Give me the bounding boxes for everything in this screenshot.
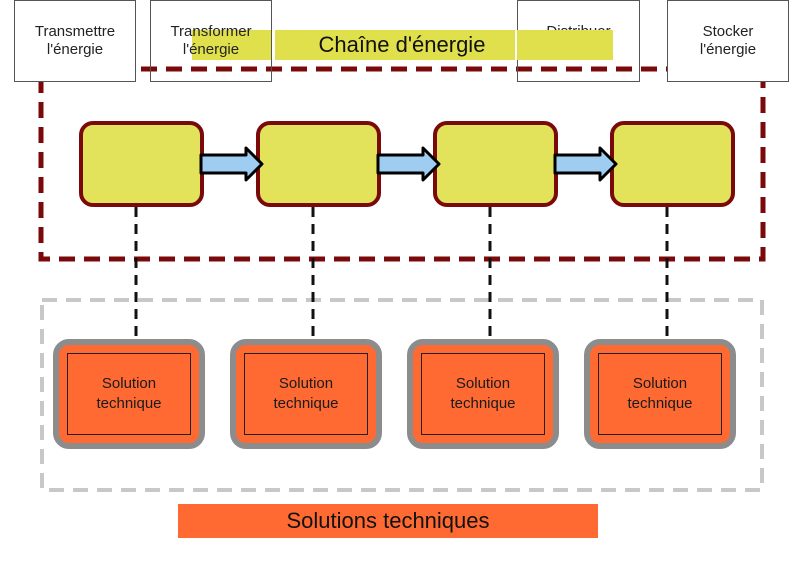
solution-label: Solution technique [244, 353, 368, 435]
function-box-stocker: Stocker l'énergie [667, 0, 789, 82]
flow-arrow [553, 146, 618, 182]
flow-arrow [199, 146, 264, 182]
solutions-title: Solutions techniques [178, 504, 598, 538]
energy-chain-title: Chaîne d'énergie [318, 32, 486, 57]
function-label-line2: l'énergie [699, 41, 757, 58]
solutions-frame [40, 298, 764, 492]
solution-box-3: Solution technique [407, 339, 559, 449]
flow-arrow [376, 146, 441, 182]
chain-title-highlight-left [192, 30, 272, 60]
function-box-transmettre: Transmettre l'énergie [14, 0, 136, 82]
chain-title-highlight-center [275, 30, 515, 60]
function-label-line2: l'énergie [46, 41, 104, 58]
function-label-line1: Transformer [170, 23, 252, 40]
solution-label: Solution technique [421, 353, 545, 435]
function-label-line1: Transmettre [34, 23, 116, 40]
function-label-line1: Stocker [702, 23, 754, 40]
function-label-line2: l'énergie [182, 41, 240, 58]
solution-label: Solution technique [67, 353, 191, 435]
solution-box-4: Solution technique [584, 339, 736, 449]
solution-box-1: Solution technique [53, 339, 205, 449]
chain-title-highlight-right [517, 30, 613, 60]
function-box-transformer: Transformer l'énergie [150, 0, 272, 82]
solution-box-2: Solution technique [230, 339, 382, 449]
solution-label: Solution technique [598, 353, 722, 435]
energy-chain-frame [38, 66, 766, 262]
energy-stage-4 [610, 121, 735, 207]
